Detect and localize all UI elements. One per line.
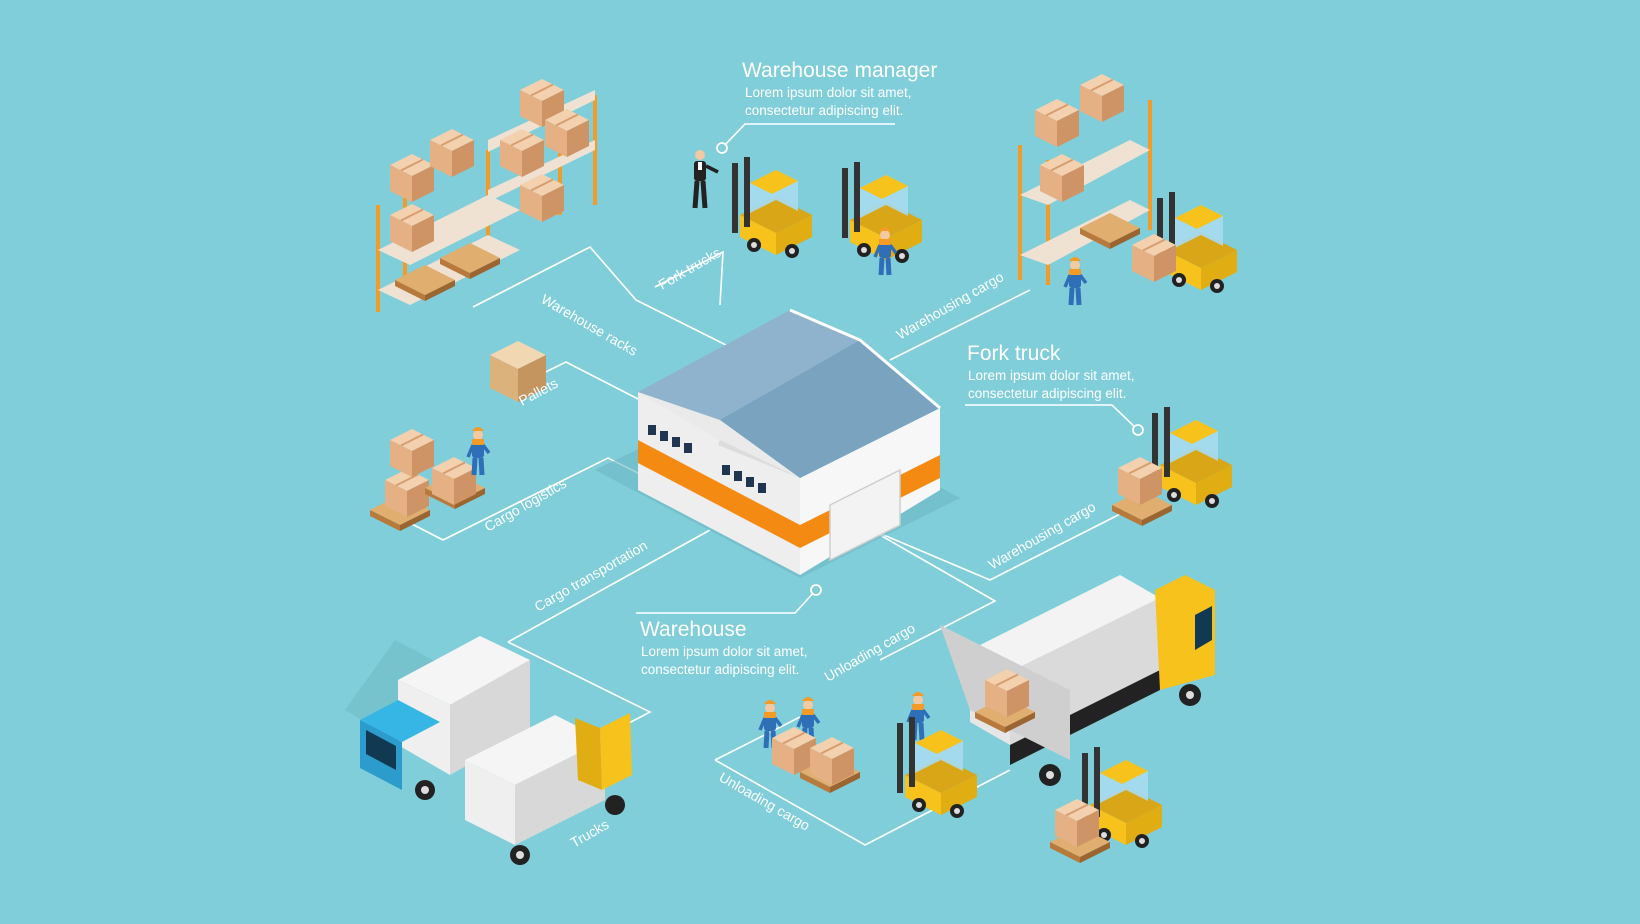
- label-warehousing-cargo-top: Warehousing cargo: [894, 268, 1007, 342]
- label-unloading-cargo-upper: Unloading cargo: [822, 620, 918, 685]
- label-cargo-logistics: Cargo logistics: [482, 475, 570, 535]
- fork-truck-right: [1112, 407, 1232, 526]
- callout-title: Warehouse manager: [742, 59, 937, 82]
- label-warehousing-cargo-mid: Warehousing cargo: [986, 498, 1099, 572]
- callout-fork-truck: Fork truck Lorem ipsum dolor sit amet, c…: [967, 342, 1135, 401]
- callout-desc-line1: Lorem ipsum dolor sit amet,: [968, 368, 1135, 383]
- cargo-logistics-group: [370, 427, 489, 531]
- label-cargo-transportation: Cargo transportation: [532, 537, 651, 615]
- connector-lines: [407, 123, 1144, 846]
- warehouse-racks: [376, 78, 597, 312]
- unloading-truck: [940, 575, 1215, 786]
- callout-desc-line2: consectetur adipiscing elit.: [745, 103, 903, 118]
- callout-desc-line2: consectetur adipiscing elit.: [641, 662, 799, 677]
- callout-warehouse-manager: Warehouse manager Lorem ipsum dolor sit …: [742, 59, 937, 118]
- fork-trucks-group: [692, 150, 922, 275]
- callout-desc-line1: Lorem ipsum dolor sit amet,: [641, 644, 808, 659]
- callout-desc-line1: Lorem ipsum dolor sit amet,: [745, 85, 912, 100]
- label-fork-trucks: Fork trucks: [656, 244, 724, 292]
- label-trucks: Trucks: [568, 816, 612, 851]
- callout-title: Warehouse: [640, 618, 747, 641]
- callout-desc-line2: consectetur adipiscing elit.: [968, 386, 1126, 401]
- callout-warehouse: Warehouse Lorem ipsum dolor sit amet, co…: [640, 618, 808, 677]
- label-unloading-cargo-lower: Unloading cargo: [717, 769, 813, 834]
- callout-title: Fork truck: [967, 342, 1061, 365]
- label-warehouse-racks: Warehouse racks: [539, 291, 641, 359]
- warehousing-cargo-top: [1018, 73, 1237, 305]
- warehouse-building: [595, 308, 960, 578]
- pallets-stack: [490, 341, 546, 402]
- trucks-group: [345, 636, 632, 865]
- manager-figure: [692, 150, 719, 209]
